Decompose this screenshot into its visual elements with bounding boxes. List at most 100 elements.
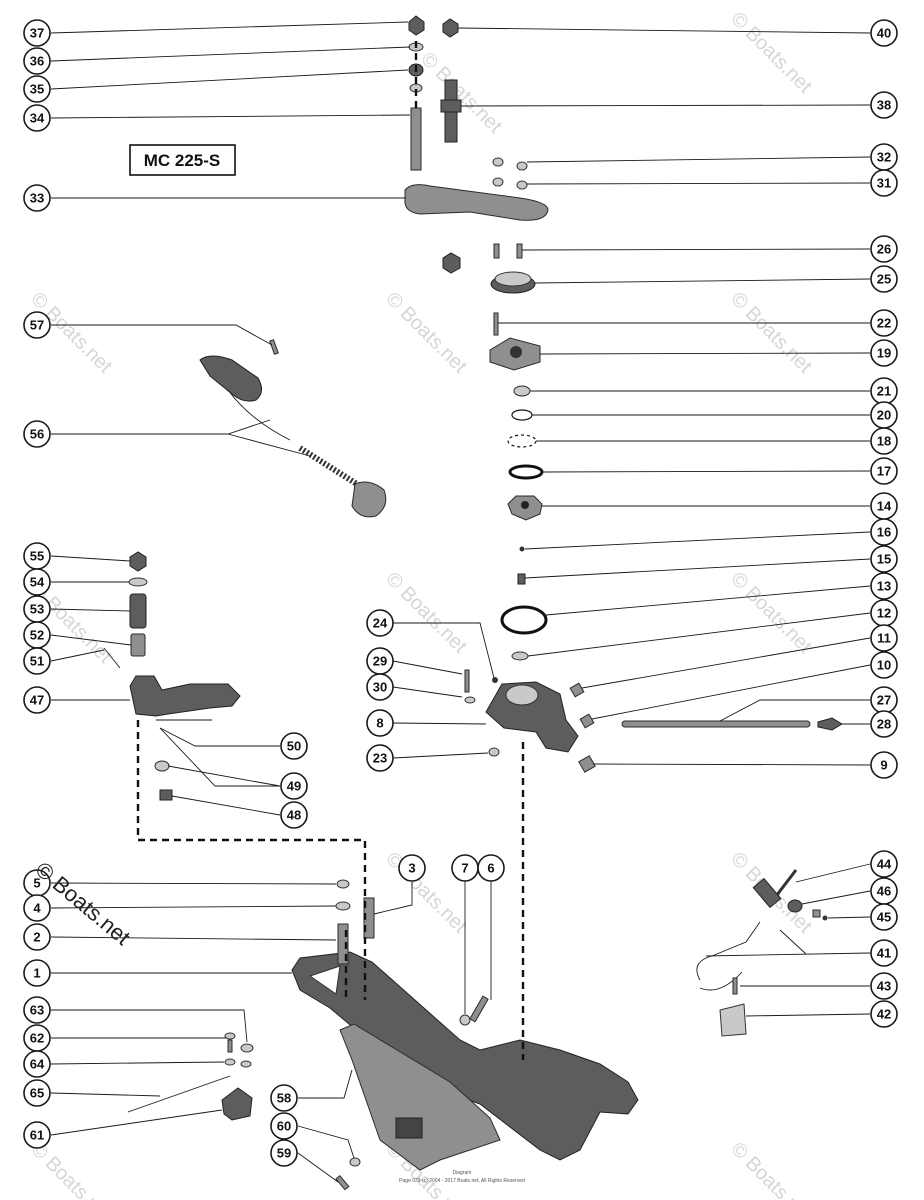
callout-7: 7 xyxy=(451,854,479,882)
callout-48: 48 xyxy=(280,801,308,829)
callout-17: 17 xyxy=(870,457,898,485)
svg-text:4: 4 xyxy=(33,901,41,916)
watermark: © Boats.net xyxy=(726,8,816,98)
callout-32: 32 xyxy=(870,143,898,171)
callout-49: 49 xyxy=(280,772,308,800)
svg-text:31: 31 xyxy=(877,176,891,191)
model-label: MC 225-S xyxy=(144,151,221,170)
callout-12: 12 xyxy=(870,599,898,627)
svg-text:55: 55 xyxy=(30,549,44,564)
callout-60: 60 xyxy=(270,1112,298,1140)
callout-40: 40 xyxy=(870,19,898,47)
callout-44: 44 xyxy=(870,850,898,878)
callout-45: 45 xyxy=(870,903,898,931)
svg-text:51: 51 xyxy=(30,654,44,669)
svg-text:58: 58 xyxy=(277,1091,291,1106)
callout-26: 26 xyxy=(870,235,898,263)
callout-1: 1 xyxy=(23,959,51,987)
svg-text:62: 62 xyxy=(30,1031,44,1046)
callout-65: 65 xyxy=(23,1079,51,1107)
callout-54: 54 xyxy=(23,568,51,596)
footer-line1: Diagram xyxy=(453,1170,472,1176)
callout-19: 19 xyxy=(870,339,898,367)
svg-text:20: 20 xyxy=(877,408,891,423)
model-label-box: MC 225-S xyxy=(129,144,236,176)
callout-11: 11 xyxy=(870,624,898,652)
base-plate-group xyxy=(291,879,639,1191)
callout-6: 6 xyxy=(477,854,505,882)
callout-52: 52 xyxy=(23,621,51,649)
svg-text:17: 17 xyxy=(877,464,891,479)
svg-text:19: 19 xyxy=(877,346,891,361)
svg-text:29: 29 xyxy=(373,654,387,669)
callout-22: 22 xyxy=(870,309,898,337)
svg-text:33: 33 xyxy=(30,191,44,206)
svg-text:65: 65 xyxy=(30,1086,44,1101)
callout-37: 37 xyxy=(23,19,51,47)
callout-28: 28 xyxy=(870,710,898,738)
svg-text:64: 64 xyxy=(30,1057,45,1072)
callout-29: 29 xyxy=(366,647,394,675)
svg-text:47: 47 xyxy=(30,693,44,708)
bracket-group xyxy=(103,551,241,801)
callout-61: 61 xyxy=(23,1121,51,1149)
svg-text:45: 45 xyxy=(877,910,891,925)
watermark: © Boats.net xyxy=(726,288,816,378)
callout-35: 35 xyxy=(23,75,51,103)
sensor-assembly xyxy=(696,869,828,1037)
callout-27: 27 xyxy=(870,686,898,714)
callout-64: 64 xyxy=(23,1050,51,1078)
callout-46: 46 xyxy=(870,877,898,905)
svg-text:50: 50 xyxy=(287,739,301,754)
callout-53: 53 xyxy=(23,595,51,623)
svg-text:37: 37 xyxy=(30,26,44,41)
svg-text:32: 32 xyxy=(877,150,891,165)
cable-assembly xyxy=(199,339,387,518)
svg-text:24: 24 xyxy=(373,616,388,631)
svg-text:13: 13 xyxy=(877,579,891,594)
svg-text:7: 7 xyxy=(461,861,468,876)
callout-4: 4 xyxy=(23,894,51,922)
right-column-parts xyxy=(442,243,548,661)
callout-31: 31 xyxy=(870,169,898,197)
watermark: © Boats.net xyxy=(381,288,471,378)
svg-text:34: 34 xyxy=(30,111,45,126)
callout-47: 47 xyxy=(23,686,51,714)
svg-text:63: 63 xyxy=(30,1003,44,1018)
svg-text:38: 38 xyxy=(877,98,891,113)
callout-13: 13 xyxy=(870,572,898,600)
callout-23: 23 xyxy=(366,744,394,772)
callout-41: 41 xyxy=(870,939,898,967)
callouts: 37 36 35 34 33 40 38 32 31 26 25 22 19 2… xyxy=(23,19,898,1167)
svg-text:30: 30 xyxy=(373,680,387,695)
svg-text:3: 3 xyxy=(408,861,415,876)
callout-34: 34 xyxy=(23,104,51,132)
svg-text:60: 60 xyxy=(277,1119,291,1134)
svg-text:44: 44 xyxy=(877,857,892,872)
svg-text:59: 59 xyxy=(277,1146,291,1161)
callout-56: 56 xyxy=(23,420,51,448)
svg-text:11: 11 xyxy=(877,631,891,646)
svg-text:14: 14 xyxy=(877,499,892,514)
callout-25: 25 xyxy=(870,265,898,293)
top-hardware xyxy=(404,15,549,221)
svg-text:23: 23 xyxy=(373,751,387,766)
watermark: © Boats.net xyxy=(726,1138,816,1200)
svg-text:16: 16 xyxy=(877,525,891,540)
svg-text:57: 57 xyxy=(30,318,44,333)
callout-3: 3 xyxy=(398,854,426,882)
valve-body-group xyxy=(464,669,843,773)
leader-lines xyxy=(50,21,871,1183)
callout-36: 36 xyxy=(23,47,51,75)
callout-14: 14 xyxy=(870,492,898,520)
callout-24: 24 xyxy=(366,609,394,637)
callout-51: 51 xyxy=(23,647,51,675)
svg-text:43: 43 xyxy=(877,979,891,994)
callout-38: 38 xyxy=(870,91,898,119)
callout-2: 2 xyxy=(23,923,51,951)
callout-59: 59 xyxy=(270,1139,298,1167)
svg-text:26: 26 xyxy=(877,242,891,257)
callout-57: 57 xyxy=(23,311,51,339)
svg-text:21: 21 xyxy=(877,384,891,399)
